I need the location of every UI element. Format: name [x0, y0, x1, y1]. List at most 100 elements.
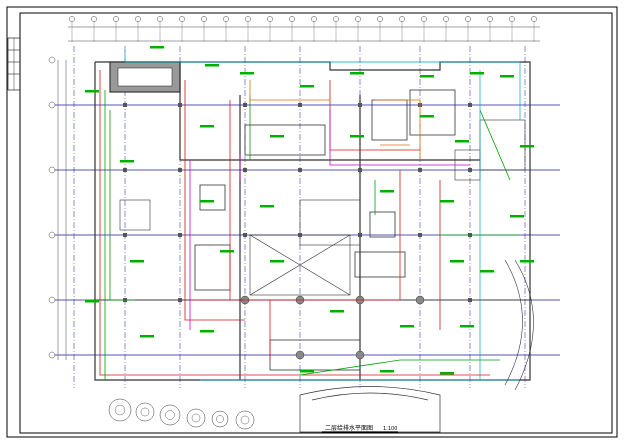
- column: [298, 233, 302, 237]
- tree-core: [114, 404, 126, 416]
- annotation-text-mark: [350, 72, 364, 75]
- tree-core: [216, 415, 224, 423]
- column: [178, 103, 182, 107]
- column: [468, 168, 472, 172]
- annotation-text-mark: [200, 200, 214, 203]
- tree-core: [140, 407, 150, 417]
- entrance-canopy: [299, 386, 441, 433]
- left-dimension-line: [57, 60, 67, 360]
- column: [178, 168, 182, 172]
- tree: [211, 410, 229, 428]
- annotation-text-mark: [380, 370, 394, 373]
- tree: [108, 398, 132, 422]
- annotation-text-mark: [460, 325, 474, 328]
- annotation-text-mark: [480, 270, 494, 273]
- annotation-text-mark: [270, 135, 284, 138]
- axis-bubble: [355, 16, 361, 22]
- axis-bubble: [333, 16, 339, 22]
- tree-core: [240, 415, 250, 425]
- round-column: [415, 295, 425, 305]
- ramp-curve: [504, 259, 534, 391]
- tree-core: [165, 410, 175, 420]
- axis-bubble: [509, 16, 515, 22]
- tree: [186, 408, 206, 428]
- annotation-text-mark: [220, 250, 234, 253]
- axis-bubble: [48, 296, 56, 304]
- annotation-marks: [85, 46, 534, 375]
- annotation-text-mark: [140, 335, 154, 338]
- column: [358, 233, 362, 237]
- tree: [135, 402, 155, 422]
- annotation-text-mark: [455, 140, 469, 143]
- axis-bubble: [421, 16, 427, 22]
- axis-bubble: [157, 16, 163, 22]
- annotation-text-mark: [150, 46, 164, 49]
- axis-bubble: [69, 16, 75, 22]
- annotation-text-mark: [440, 372, 454, 375]
- column: [178, 233, 182, 237]
- tree: [235, 410, 255, 430]
- annotation-text-mark: [470, 72, 484, 75]
- column: [358, 168, 362, 172]
- annotation-text-mark: [440, 200, 454, 203]
- annotation-text-mark: [330, 310, 344, 313]
- column: [123, 233, 127, 237]
- inner-border: [19, 12, 613, 434]
- column: [468, 298, 472, 302]
- axis-bubble: [113, 16, 119, 22]
- column: [123, 103, 127, 107]
- axis-bubble: [91, 16, 97, 22]
- column: [358, 103, 362, 107]
- left-axis-bubbles: [48, 56, 56, 359]
- annotation-text-mark: [450, 260, 464, 263]
- column: [418, 168, 422, 172]
- axis-bubble: [48, 166, 56, 174]
- annotation-text-mark: [510, 215, 524, 218]
- binding-strip: [7, 37, 21, 91]
- column: [298, 103, 302, 107]
- axis-bubble: [48, 56, 56, 64]
- annotation-text-mark: [200, 125, 214, 128]
- top-axis-bubbles: [69, 16, 537, 42]
- annotation-text-mark: [130, 260, 144, 263]
- annotation-text-mark: [420, 115, 434, 118]
- axis-bubble: [135, 16, 141, 22]
- axis-bubble: [399, 16, 405, 22]
- annotation-text-mark: [300, 370, 314, 373]
- top-dimension-line: [68, 26, 540, 42]
- hot-water-pipes: [249, 80, 421, 160]
- axis-bubble: [201, 16, 207, 22]
- annotation-text-mark: [400, 325, 414, 328]
- axis-bubble: [465, 16, 471, 22]
- water-supply-pipes: [99, 70, 490, 376]
- column: [178, 298, 182, 302]
- annotation-text-mark: [120, 160, 134, 163]
- annotation-text-mark: [300, 85, 314, 88]
- cyan-pipes: [124, 50, 521, 381]
- annotation-text-mark: [260, 205, 274, 208]
- annotation-text-mark: [85, 300, 99, 303]
- column: [243, 103, 247, 107]
- fire-pipes: [189, 110, 470, 330]
- axis-bubble: [179, 16, 185, 22]
- tree-core: [191, 413, 201, 423]
- annotation-text-mark: [350, 135, 364, 138]
- axis-bubble: [487, 16, 493, 22]
- axis-bubble: [48, 101, 56, 109]
- axis-bubble: [443, 16, 449, 22]
- plan-scale: 1:100: [383, 426, 397, 432]
- annotation-text-mark: [380, 190, 394, 193]
- axis-bubble: [223, 16, 229, 22]
- annotation-text-mark: [240, 72, 254, 75]
- landscape-trees: [108, 398, 255, 430]
- plan-title: 二层给排水平面图: [325, 424, 373, 432]
- annotation-text-mark: [205, 64, 219, 67]
- column: [418, 233, 422, 237]
- round-column: [295, 350, 305, 360]
- annotation-text-mark: [270, 260, 284, 263]
- axis-bubble: [48, 351, 56, 359]
- axis-bubble: [531, 16, 537, 22]
- column: [243, 233, 247, 237]
- axis-bubble: [48, 231, 56, 239]
- annotation-text-mark: [200, 330, 214, 333]
